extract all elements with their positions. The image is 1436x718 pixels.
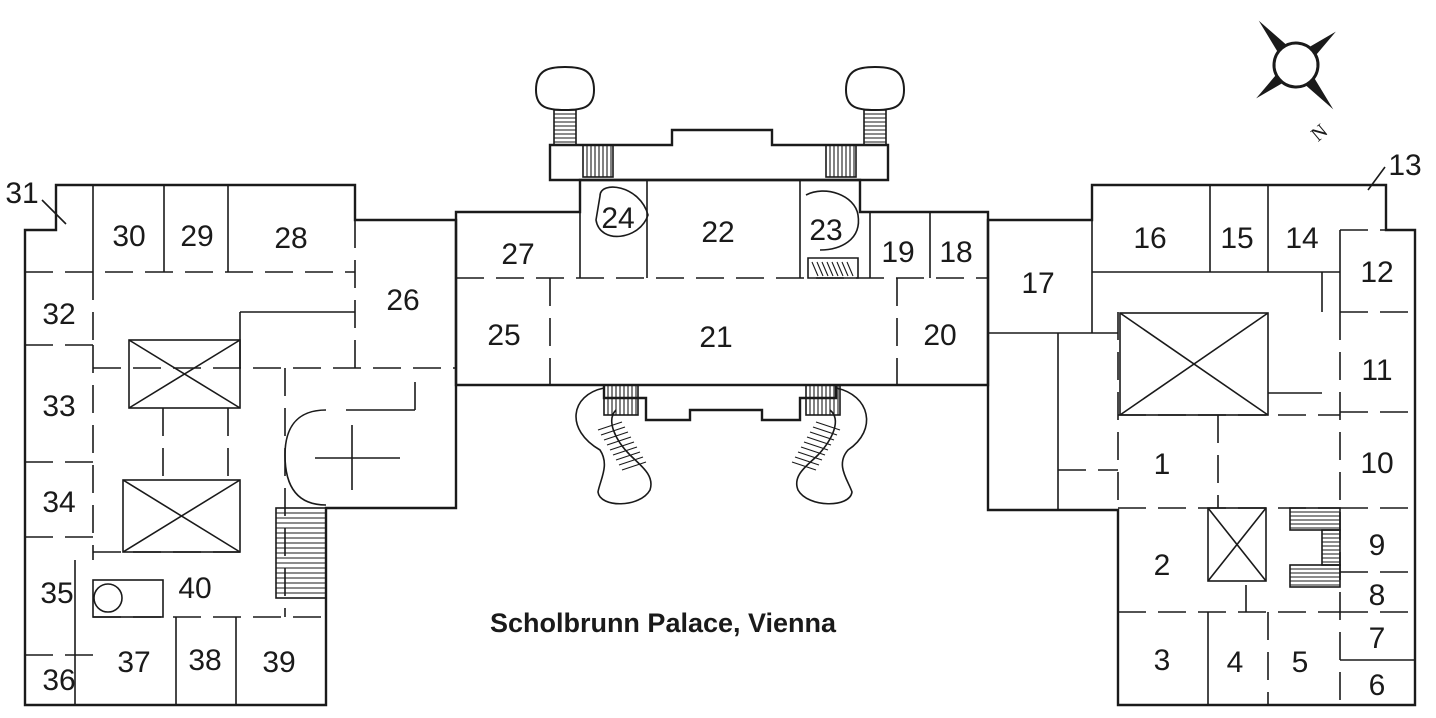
room-label-33: 33 [42, 390, 75, 423]
room-label-18: 18 [939, 236, 972, 269]
east-wing [986, 183, 1417, 707]
stair-step [811, 261, 819, 277]
stair-step [836, 261, 844, 277]
stair-step [806, 436, 832, 446]
room-label-35: 35 [40, 577, 73, 610]
stair-step [606, 436, 632, 446]
room-label-22: 22 [701, 216, 734, 249]
central-body-outline [454, 178, 990, 387]
light-well-west-1 [128, 339, 241, 409]
stair-step [600, 426, 626, 436]
room-label-13: 13 [1388, 149, 1421, 182]
room-label-8: 8 [1369, 579, 1386, 612]
room-label-1: 1 [1154, 448, 1171, 481]
room-label-32: 32 [42, 298, 75, 331]
east-wing-outline [986, 183, 1417, 707]
room-label-19: 19 [881, 236, 914, 269]
room-label-14: 14 [1285, 222, 1318, 255]
stair-step [812, 426, 838, 436]
map-caption: Scholbrunn Palace, Vienna [490, 608, 837, 638]
stair-step [621, 461, 647, 471]
room-label-15: 15 [1220, 222, 1253, 255]
pavilion-west [534, 65, 596, 112]
room-label-17: 17 [1021, 267, 1054, 300]
stair-step [841, 261, 849, 277]
room-label-40: 40 [178, 572, 211, 605]
stair-step [831, 261, 839, 277]
north-terrace [548, 128, 890, 182]
room-label-2: 2 [1154, 549, 1171, 582]
room-label-23: 23 [809, 214, 842, 247]
room-label-27: 27 [501, 238, 534, 271]
room-label-39: 39 [262, 646, 295, 679]
light-well-west-2 [122, 479, 241, 553]
room-label-38: 38 [188, 644, 221, 677]
room-label-11: 11 [1361, 354, 1392, 387]
room-label-21: 21 [699, 321, 732, 354]
room-labels: 1 2 3 4 5 6 7 8 9 10 11 12 13 14 15 16 1… [5, 149, 1421, 702]
room-label-12: 12 [1360, 256, 1393, 289]
room-label-5: 5 [1292, 646, 1309, 679]
stair-north-west [553, 109, 577, 146]
stair-hatching [276, 113, 1340, 594]
stair-step [609, 441, 635, 451]
room-label-9: 9 [1369, 529, 1386, 562]
light-well-east-1 [1119, 312, 1269, 416]
room-label-6: 6 [1369, 669, 1386, 702]
stair-step [597, 421, 623, 431]
central-block [454, 65, 990, 505]
west-wing [23, 183, 458, 707]
stair-step [603, 431, 629, 441]
stair-step [800, 446, 826, 456]
stair-step [809, 431, 835, 441]
west-wing-outline [23, 183, 458, 707]
stair-step [791, 461, 817, 471]
stair-step [615, 451, 641, 461]
stair-step [816, 261, 824, 277]
room-label-28: 28 [274, 222, 307, 255]
light-well-east-2 [1207, 507, 1267, 582]
room-label-10: 10 [1360, 447, 1393, 480]
compass-north-label: N [1307, 120, 1332, 146]
room-label-24: 24 [601, 202, 634, 235]
stair-step [826, 261, 834, 277]
terrace-stair-west [582, 144, 614, 178]
stair-step [803, 441, 829, 451]
stair-step [846, 261, 854, 277]
stair-north-east [863, 109, 887, 146]
room-label-7: 7 [1369, 622, 1386, 655]
room-label-29: 29 [180, 220, 213, 253]
stair-step [618, 456, 644, 466]
room-label-26: 26 [386, 284, 419, 317]
room-label-30: 30 [112, 220, 145, 253]
terrace-stair-east [825, 144, 857, 178]
room-label-31: 31 [5, 177, 38, 210]
room-label-25: 25 [487, 319, 520, 352]
stair-step [815, 421, 841, 431]
room-label-34: 34 [42, 486, 75, 519]
room-label-20: 20 [923, 319, 956, 352]
compass-rose-icon [1256, 20, 1336, 110]
room-label-4: 4 [1227, 646, 1244, 679]
room-label-16: 16 [1133, 222, 1166, 255]
stair-step [797, 451, 823, 461]
stair-step [794, 456, 820, 466]
room-label-37: 37 [117, 646, 150, 679]
stair-step [821, 261, 829, 277]
room-label-3: 3 [1154, 644, 1171, 677]
pavilion-east [844, 65, 906, 112]
stair-step [612, 446, 638, 456]
room-label-36: 36 [42, 664, 75, 697]
